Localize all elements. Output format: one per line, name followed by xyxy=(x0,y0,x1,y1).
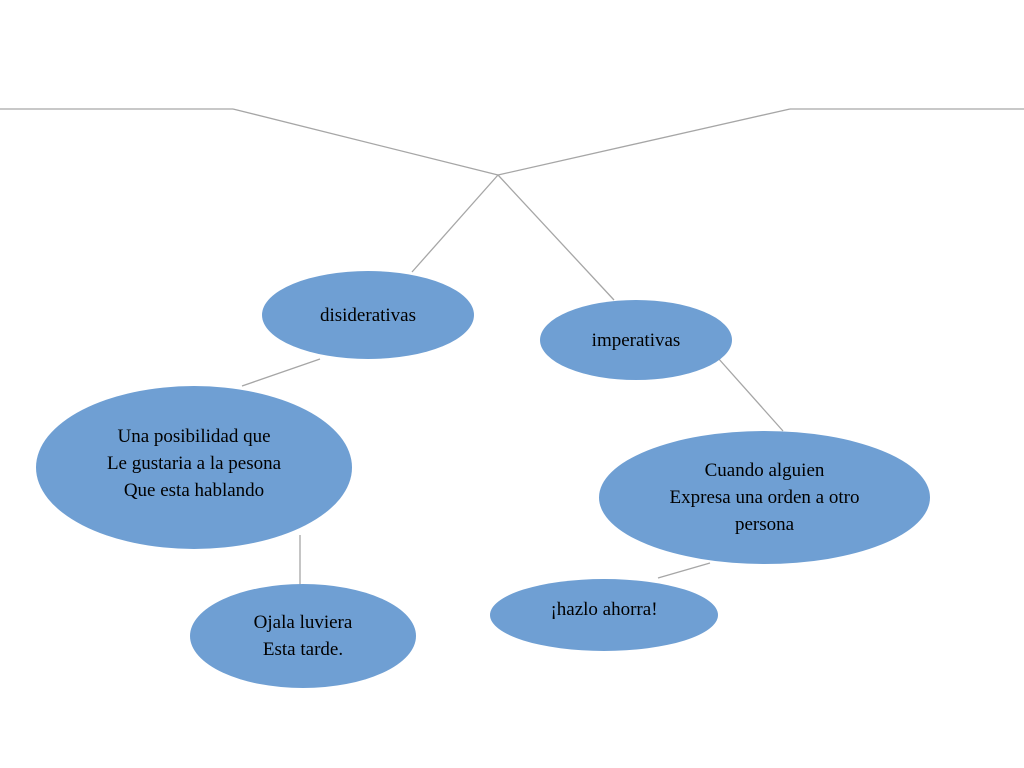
node-imperativas-label: imperativas xyxy=(591,329,681,351)
node-ojala-label: Ojala luviera Esta tarde. xyxy=(253,612,353,660)
link-cuando-hazlo xyxy=(657,562,711,579)
top-line-right-diagonal xyxy=(497,108,791,176)
node-disiderativas: disiderativas xyxy=(262,271,474,359)
node-hazlo: ¡hazlo ahorra! xyxy=(490,579,718,651)
node-ojala: Ojala luviera Esta tarde. xyxy=(190,584,416,688)
top-line-left-diagonal xyxy=(232,108,499,176)
node-imperativas: imperativas xyxy=(540,300,732,380)
link-root-imperativas xyxy=(497,174,615,301)
node-posibilidad: Una posibilidad que Le gustaria a la pes… xyxy=(36,386,352,549)
link-root-disiderativas xyxy=(411,174,499,273)
node-cuando-alguien-label: Cuando alguien Expresa una orden a otro … xyxy=(669,460,860,535)
link-disiderativas-posibilidad xyxy=(241,358,321,387)
node-cuando-alguien: Cuando alguien Expresa una orden a otro … xyxy=(599,431,930,564)
node-disiderativas-label: disiderativas xyxy=(319,304,417,326)
node-posibilidad-label: Una posibilidad que Le gustaria a la pes… xyxy=(106,426,282,501)
node-hazlo-label: ¡hazlo ahorra! xyxy=(550,598,658,620)
link-imperativas-cuando xyxy=(717,357,784,432)
